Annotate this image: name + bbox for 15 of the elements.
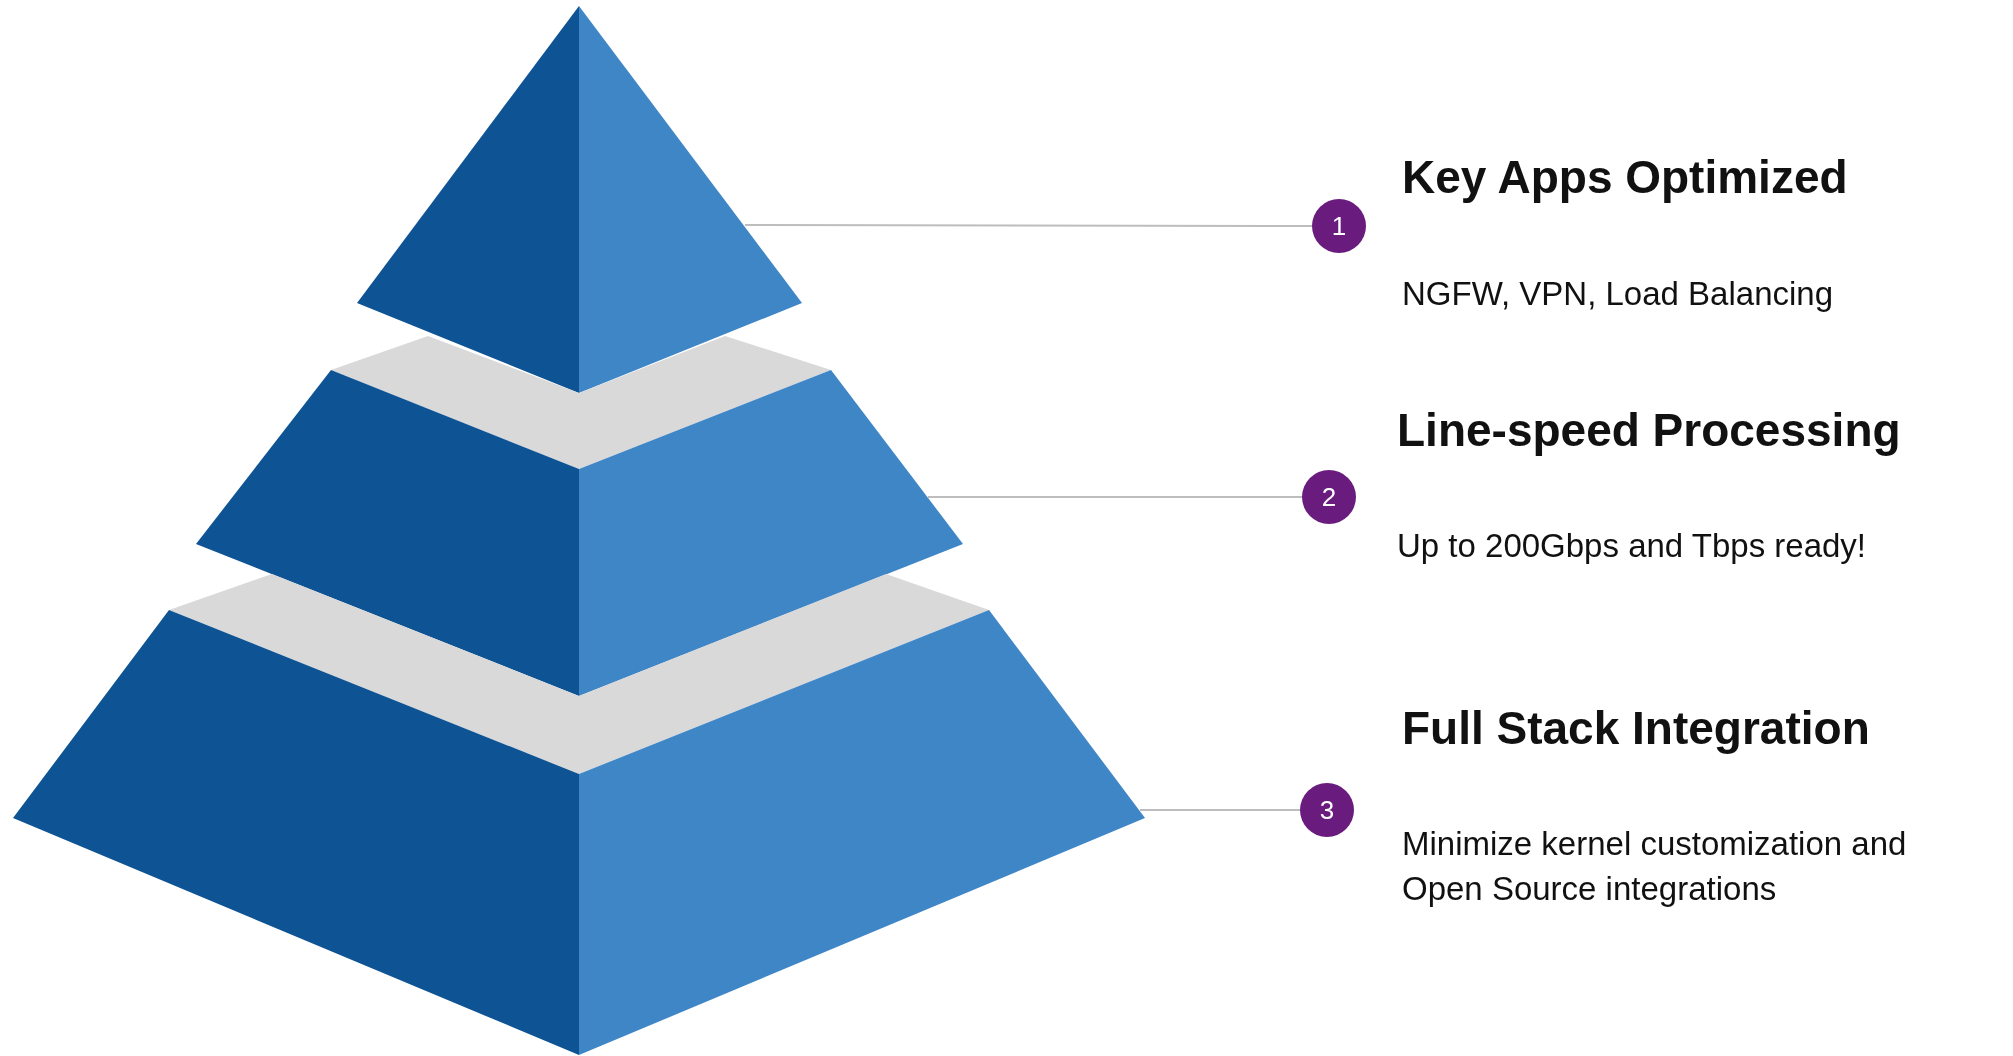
- leader-line: [1139, 809, 1301, 811]
- description: Minimize kernel customization and Open Source integrations: [1402, 824, 1908, 909]
- heading: Line-speed Processing: [1397, 403, 1901, 457]
- pyramid-tier: [13, 574, 1145, 1055]
- heading: Key Apps Optimized: [1402, 150, 1848, 204]
- number-badge: 1: [1312, 199, 1366, 253]
- leader-line: [927, 496, 1303, 498]
- heading: Full Stack Integration: [1402, 701, 1870, 755]
- description: NGFW, VPN, Load Balancing: [1402, 274, 1835, 314]
- description: Up to 200Gbps and Tbps ready!: [1397, 526, 1868, 566]
- number-badge: 3: [1300, 783, 1354, 837]
- leader-line: [744, 224, 1313, 227]
- pyramid-top-tier: [357, 6, 802, 393]
- number-badge: 2: [1302, 470, 1356, 524]
- pyramid-tier: [196, 336, 963, 696]
